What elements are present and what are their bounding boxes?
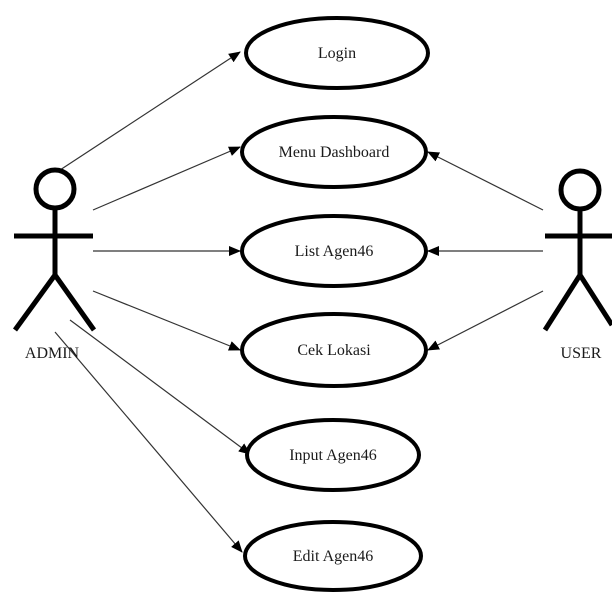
association-admin-login: [59, 51, 241, 171]
use-case-list-agen46: List Agen46: [240, 214, 428, 288]
actor-user-label: USER: [561, 345, 602, 362]
actor-user-figure-icon: [542, 168, 612, 332]
use-case-input-agen46-label: Input Agen46: [289, 447, 377, 464]
association-admin-menu-dashboard: [92, 146, 241, 211]
use-case-cek-lokasi-label: Cek Lokasi: [297, 342, 371, 359]
actor-admin-figure-icon: [12, 167, 97, 332]
actor-admin-label: ADMIN: [25, 345, 80, 362]
association-user-cek-lokasi: [427, 290, 544, 351]
use-case-login-label: Login: [318, 45, 356, 62]
use-case-edit-agen46-label: Edit Agen46: [293, 548, 373, 565]
association-admin-input-agen46: [69, 319, 251, 455]
use-case-edit-agen46-ellipse: [243, 520, 423, 592]
actor-user: USER: [542, 168, 612, 362]
use-case-cek-lokasi-ellipse: [240, 312, 428, 388]
use-case-input-agen46: Input Agen46: [245, 418, 421, 492]
association-user-menu-dashboard: [427, 151, 544, 211]
association-admin-cek-lokasi: [92, 290, 241, 351]
use-case-list-agen46-label: List Agen46: [295, 243, 374, 260]
use-case-list-agen46-ellipse: [240, 214, 428, 288]
actor-admin: ADMIN: [12, 167, 97, 362]
use-case-menu-dashboard-ellipse: [240, 115, 428, 189]
use-case-input-agen46-ellipse: [245, 418, 421, 492]
use-case-menu-dashboard-label: Menu Dashboard: [279, 144, 390, 161]
use-case-cek-lokasi: Cek Lokasi: [240, 312, 428, 388]
use-case-edit-agen46: Edit Agen46: [243, 520, 423, 592]
association-lines: [54, 51, 544, 553]
association-admin-edit-agen46: [54, 331, 243, 553]
use-case-menu-dashboard: Menu Dashboard: [240, 115, 428, 189]
use-case-login: Login: [244, 16, 430, 90]
use-case-login-ellipse: [244, 16, 430, 90]
